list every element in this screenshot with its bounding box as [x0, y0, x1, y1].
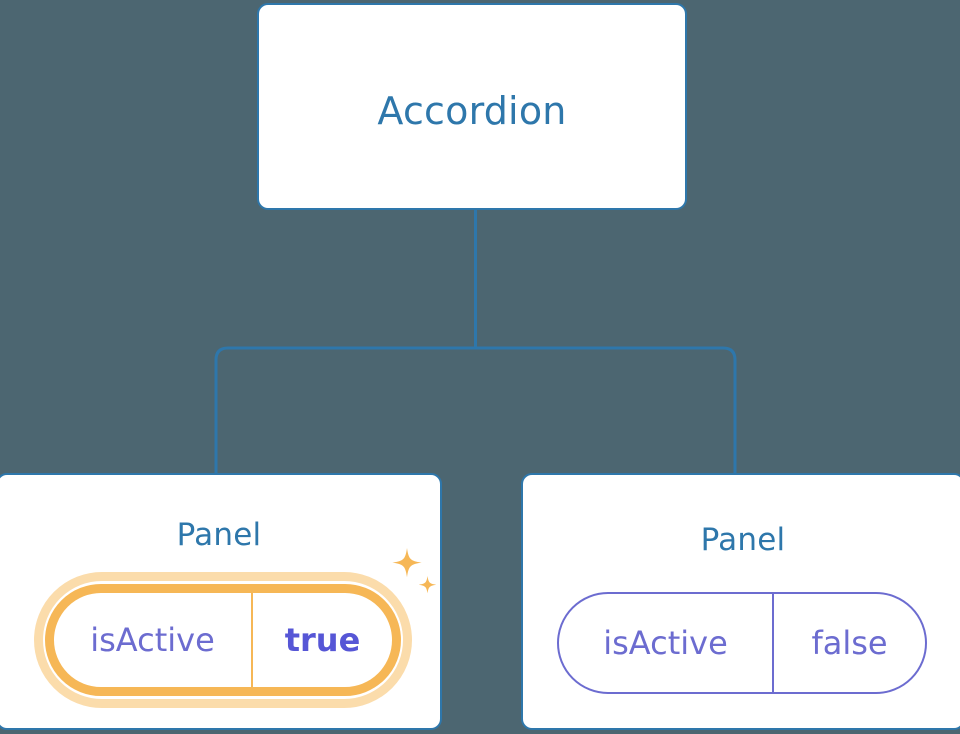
prop-pill-isactive-false[interactable]: isActive false	[557, 592, 927, 694]
prop-key-label: isActive	[54, 593, 253, 687]
node-panel-inactive-title: Panel	[700, 522, 786, 558]
node-panel-active[interactable]: Panel isActive true	[0, 473, 442, 730]
node-accordion-title: Accordion	[377, 89, 567, 133]
prop-pill-isactive-true[interactable]: isActive true	[45, 584, 401, 696]
node-panel-active-title: Panel	[176, 517, 262, 553]
node-panel-inactive[interactable]: Panel isActive false	[521, 473, 960, 730]
node-accordion[interactable]: Accordion	[257, 3, 687, 210]
connector-bus-left	[214, 346, 476, 473]
prop-key-label: isActive	[559, 594, 774, 692]
prop-value-label: false	[811, 624, 888, 662]
prop-pill-halo	[34, 572, 412, 708]
prop-value-label: true	[284, 621, 361, 659]
prop-pill-highlight-group: isActive true	[34, 572, 412, 708]
connector-bus-right	[475, 346, 737, 473]
